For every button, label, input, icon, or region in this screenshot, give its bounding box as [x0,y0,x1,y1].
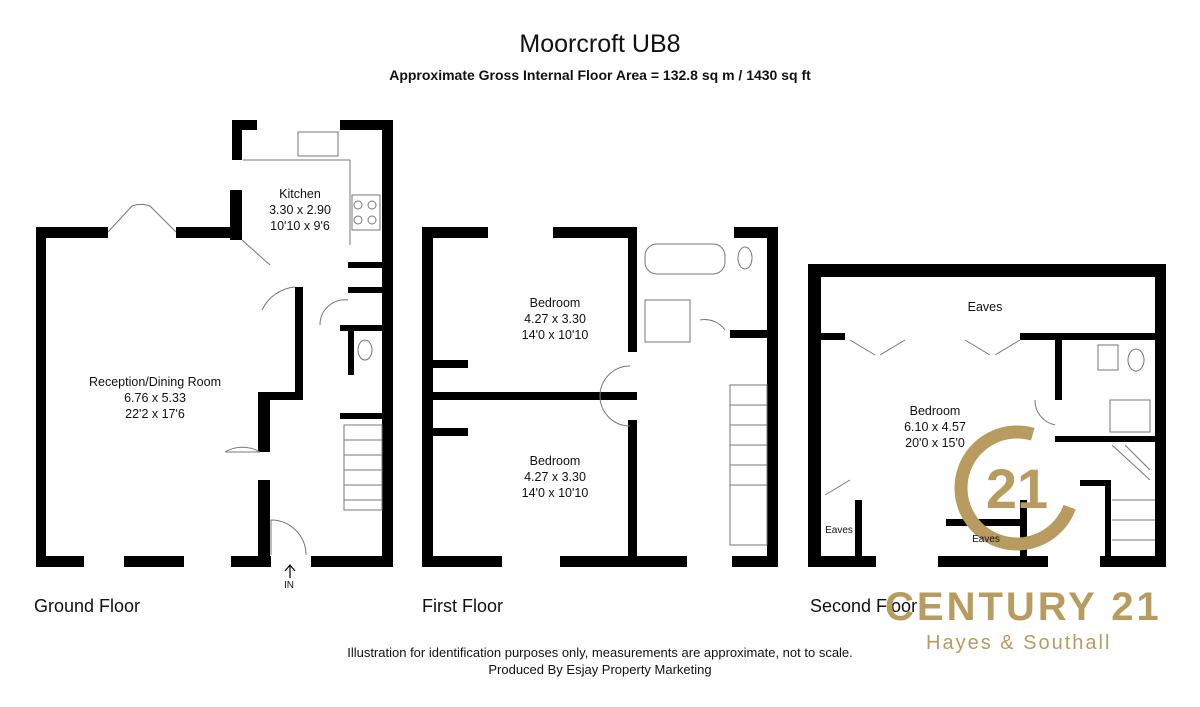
room-name: Bedroom [529,296,581,310]
ground-floor-walls [36,120,393,567]
room-metric: 3.30 x 2.90 [269,203,331,217]
room-metric: 6.76 x 5.33 [124,391,186,405]
eaves-top-label: Eaves [967,300,1003,314]
room-bedroom-3: Bedroom 6.10 x 4.57 20'0 x 15'0 [870,403,1000,451]
room-imperial: 14'0 x 10'10 [521,328,589,342]
ground-floor-label: Ground Floor [34,596,141,616]
room-imperial: 22'2 x 17'6 [125,407,185,421]
logo-brand: CENTURY 21 [885,585,1162,629]
plan-title: Moorcroft UB8 [519,30,681,58]
producer-credit: Produced By Esjay Property Marketing [488,662,712,677]
room-metric: 6.10 x 4.57 [904,420,966,434]
room-reception: Reception/Dining Room 6.76 x 5.33 22'2 x… [60,374,250,422]
room-name: Bedroom [909,404,961,418]
entrance-label: IN [284,580,294,591]
second-floor-walls [808,264,1166,567]
first-floor-label: First Floor [422,596,503,616]
second-floor-label: Second Floor [810,596,918,616]
ground-floor-fixtures [107,131,383,556]
room-imperial: 10'10 x 9'6 [270,219,330,233]
room-metric: 4.27 x 3.30 [524,312,586,326]
room-bedroom-1: Bedroom 4.27 x 3.30 14'0 x 10'10 [490,295,620,343]
room-bedroom-2: Bedroom 4.27 x 3.30 14'0 x 10'10 [490,453,620,501]
logo-branch: Hayes & Southall [926,632,1112,654]
eaves-left-label: Eaves [825,525,853,536]
room-name: Kitchen [279,187,321,201]
second-floor-fixtures [824,339,1155,541]
century21-seal-logo: 21 [954,425,1080,551]
room-name: Reception/Dining Room [88,375,221,389]
disclaimer: Illustration for identification purposes… [347,645,853,660]
entrance-arrow [284,564,296,578]
logo-number: 21 [986,457,1048,520]
plan-subtitle: Approximate Gross Internal Floor Area = … [389,67,811,83]
room-name: Bedroom [529,454,581,468]
eaves-mid-label: Eaves [972,534,1000,545]
room-metric: 4.27 x 3.30 [524,470,586,484]
first-floor-walls [422,227,778,567]
room-imperial: 14'0 x 10'10 [521,486,589,500]
first-floor-fixtures [599,243,768,546]
room-imperial: 20'0 x 15'0 [905,436,965,450]
room-kitchen: Kitchen 3.30 x 2.90 10'10 x 9'6 [240,186,360,234]
